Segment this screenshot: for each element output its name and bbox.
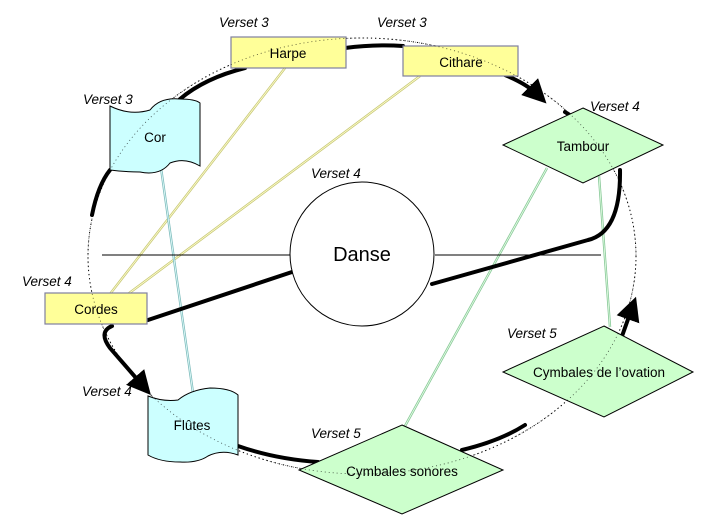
verset-label-flutes: Verset 4 xyxy=(82,384,132,399)
node-cordes[interactable]: Cordes xyxy=(44,292,148,325)
arc-cor-down xyxy=(90,168,112,217)
node-cymbales-ovation[interactable]: Cymbales de l’ovation xyxy=(501,325,695,418)
link-cithare-cordes xyxy=(127,75,421,295)
arc-tambour-danse xyxy=(430,168,623,286)
verset-label-danse: Verset 4 xyxy=(311,166,361,181)
node-harpe[interactable]: Harpe xyxy=(230,36,347,69)
center-label: Danse xyxy=(333,244,391,266)
node-cithare[interactable]: Cithare xyxy=(402,45,519,77)
arc-cithare-tambour xyxy=(503,73,547,104)
verset-label-cordes: Verset 4 xyxy=(22,274,72,289)
node-tambour[interactable]: Tambour xyxy=(501,107,665,184)
verset-label-cymbales-sonores: Verset 5 xyxy=(311,426,361,441)
verset-label-harpe: Verset 3 xyxy=(219,15,269,30)
node-label-cor: Cor xyxy=(144,130,166,145)
center-node-danse[interactable]: Danse xyxy=(289,181,435,327)
arc-flutes-sonores xyxy=(236,444,320,464)
node-label-tambour: Tambour xyxy=(557,139,610,154)
verset-label-cymbales-ovation: Verset 5 xyxy=(507,326,557,341)
cross-links xyxy=(109,67,612,427)
arc-harpe-cithare xyxy=(343,43,405,50)
verset-label-cor: Verset 3 xyxy=(83,92,133,107)
arc-cordes-flutes xyxy=(102,324,151,396)
verset-label-cithare: Verset 3 xyxy=(377,15,427,30)
node-cymbales-sonores[interactable]: Cymbales sonores xyxy=(297,424,505,515)
node-label-flutes: Flûtes xyxy=(174,418,211,433)
cycle-dotted-overlay xyxy=(87,37,637,475)
arc-sonores-ovation xyxy=(460,423,527,452)
node-cor[interactable]: Cor xyxy=(109,98,201,174)
node-flutes[interactable]: Flûtes xyxy=(147,387,239,463)
arc-ovation-up xyxy=(616,296,640,341)
cycle-arrows xyxy=(90,43,640,464)
arc-cordes-danse xyxy=(146,270,294,322)
link-cor-flutes xyxy=(158,160,196,401)
link-tambour-cymbales-sonores xyxy=(403,167,549,427)
verset-label-tambour: Verset 4 xyxy=(590,99,640,114)
node-label-cithare: Cithare xyxy=(439,55,483,70)
arc-cor-harpe xyxy=(178,66,247,101)
link-tambour-cymbales-ovation xyxy=(597,175,612,328)
node-label-cymbales-ovation: Cymbales de l’ovation xyxy=(533,365,665,380)
link-harpe-cordes xyxy=(109,67,286,295)
node-label-harpe: Harpe xyxy=(270,46,307,61)
node-label-cymbales-sonores: Cymbales sonores xyxy=(346,464,458,479)
